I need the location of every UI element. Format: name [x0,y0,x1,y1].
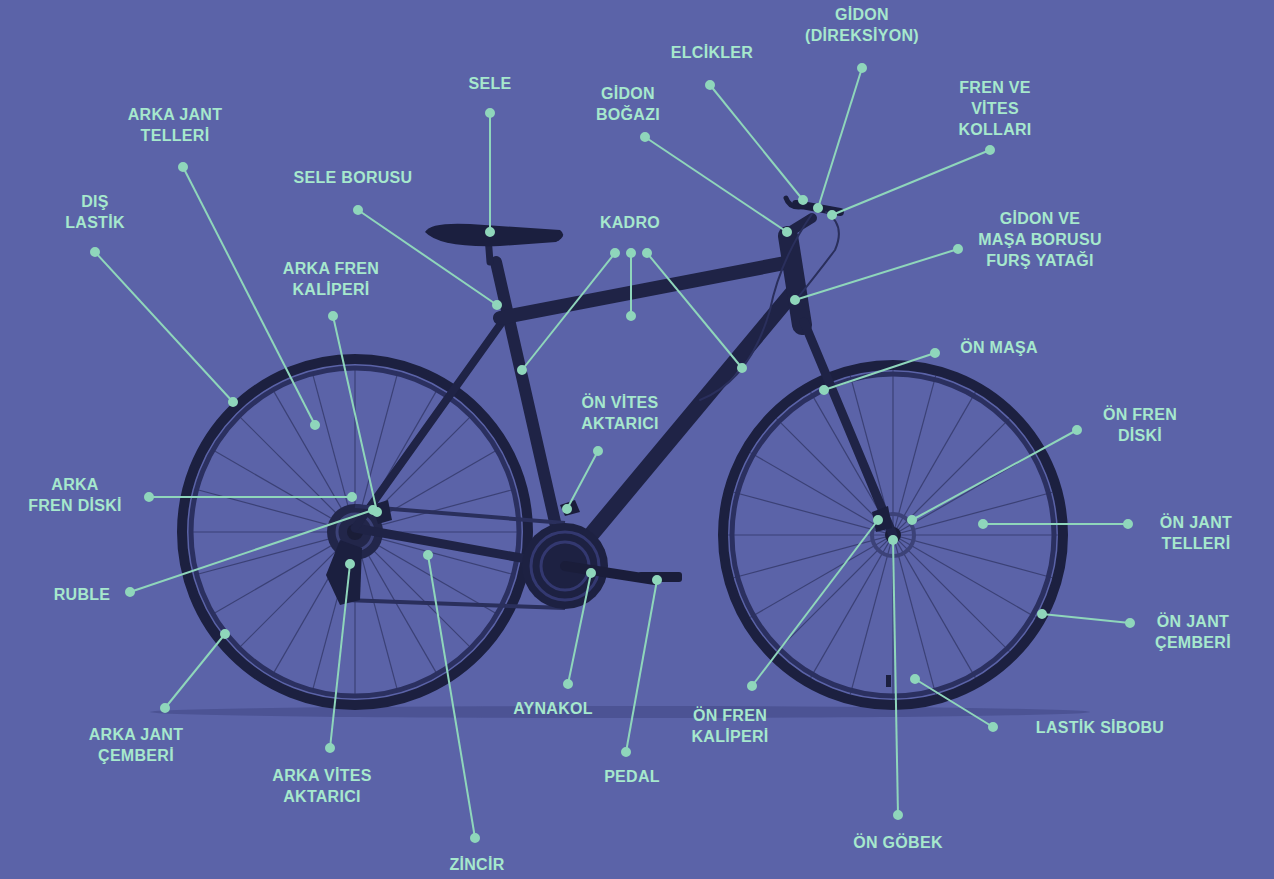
part-label: GİDON (DİREKSİYON) [804,4,920,46]
part-label: ARKA JANT TELLERİ [127,104,224,146]
part-label: ZİNCİR [449,854,506,875]
leader-lines [91,64,1134,842]
part-label: ARKA JANT ÇEMBERİ [88,724,185,766]
part-label: PEDAL [604,766,661,787]
part-label: SELE BORUSU [293,167,413,188]
part-label: GİDON VE MAŞA BORUSU FURŞ YATAĞI [977,208,1103,271]
part-label: GİDON BOĞAZI [595,83,662,125]
part-label: AYNAKOL [513,698,594,719]
part-label: ÖN FREN DİSKİ [1102,404,1179,446]
part-label: ÖN MAŞA [960,337,1039,358]
part-label: LASTİK SİBOBU [1035,717,1165,738]
part-label: ELCİKLER [670,42,754,63]
part-label: KADRO [599,212,661,233]
part-label: SELE [468,73,512,94]
part-label: FREN VE VİTES KOLLARI [957,77,1033,140]
part-label: ARKA FREN DİSKİ [27,474,123,516]
front-wheel [723,365,1063,705]
part-label: RUBLE [53,584,111,605]
part-label: ARKA VİTES AKTARICI [271,765,373,807]
handlebar [700,198,840,400]
part-label: ÖN GÖBEK [853,832,944,853]
part-label: ÖN VİTES AKTARICI [580,392,660,434]
drivetrain [326,500,892,609]
part-label: ARKA FREN KALİPERİ [282,258,381,300]
frame [355,218,893,566]
part-label: ÖN JANT ÇEMBERİ [1154,611,1232,653]
part-label: ÖN FREN KALİPERİ [690,705,770,747]
part-label: DIŞ LASTİK [64,191,126,233]
ground-shadow [150,706,1090,718]
part-label: ÖN JANT TELLERİ [1159,512,1234,554]
saddle [425,224,563,247]
